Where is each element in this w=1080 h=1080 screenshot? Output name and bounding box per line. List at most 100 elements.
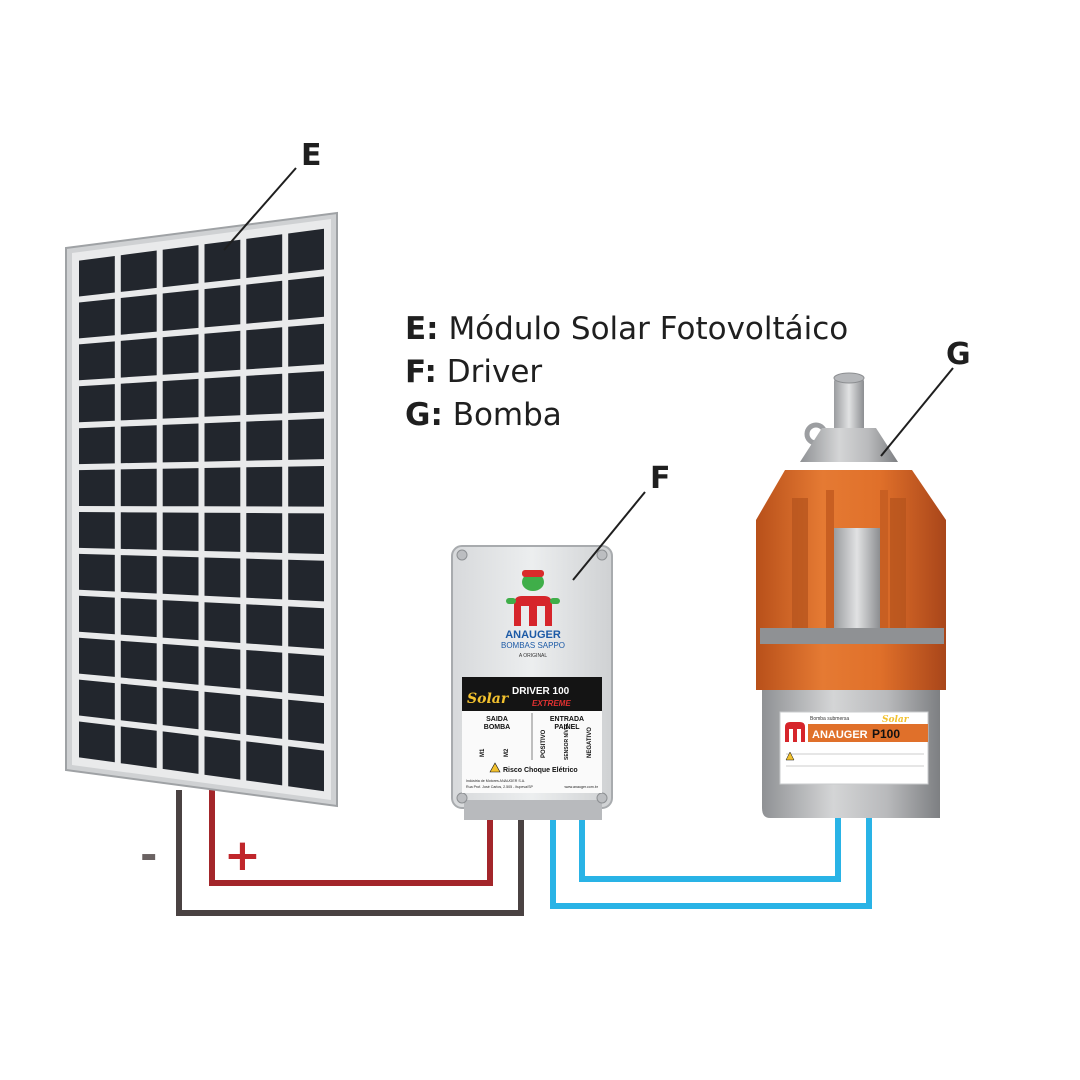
solar-cell [246, 466, 283, 507]
sticker-model: DRIVER 100 [512, 686, 570, 697]
callout-driver: F [650, 461, 671, 496]
sticker-left-title-2: BOMBA [484, 724, 510, 731]
solar-cell [162, 643, 199, 685]
solar-cell [162, 245, 199, 288]
shell-slot [792, 498, 808, 640]
solar-cell [288, 371, 324, 414]
negative-sign: - [140, 830, 158, 879]
solar-cell [246, 604, 283, 646]
pump-wire-inner [579, 815, 841, 882]
solar-cell [204, 376, 241, 417]
pump-label-subtitle: Bomba submersa [810, 716, 849, 722]
pump: ANAUGER P100 Solar Bomba submersa [756, 372, 946, 818]
solar-cell [246, 373, 283, 415]
solar-cell [162, 731, 199, 774]
pump-warning-icon [785, 751, 795, 761]
solar-cell [162, 423, 199, 463]
pump-outlet [834, 376, 864, 436]
solar-cell [120, 468, 157, 507]
callout-panel: E [301, 138, 322, 173]
solar-cell [246, 650, 283, 693]
solar-cell [120, 381, 157, 421]
solar-cell [120, 250, 157, 292]
legend-key: G: [405, 397, 443, 433]
solar-cell [204, 285, 241, 328]
solar-cell [204, 421, 241, 462]
leader-line-driver [572, 491, 646, 581]
sticker-solar: Solar [467, 691, 510, 707]
solar-cell [288, 276, 324, 320]
solar-cell [79, 384, 115, 423]
solar-cell [288, 418, 324, 460]
mascot-cap [522, 570, 544, 577]
sticker-edition: EXTREME [532, 699, 571, 708]
negative-wire [176, 790, 524, 916]
solar-cell [79, 637, 115, 677]
solar-cell [120, 555, 157, 594]
shell-rib [880, 490, 888, 638]
screw [456, 549, 468, 561]
driver-box: ANAUGER BOMBAS SAPPO A ORIGINAL Solar DR… [451, 545, 613, 820]
screw [596, 549, 608, 561]
legend-text: Driver [446, 354, 543, 390]
positive-sign: + [224, 830, 261, 881]
shell-rib [826, 490, 834, 638]
mascot-arm-left [506, 598, 516, 604]
solar-cell [120, 425, 157, 464]
solar-cell [162, 600, 199, 641]
positive-wire [209, 790, 493, 886]
solar-cell [79, 256, 115, 297]
terminal-label: M1 [480, 748, 486, 757]
sticker-warning: Risco Choque Elétrico [503, 767, 578, 774]
solar-cell [288, 653, 324, 697]
solar-cell [162, 687, 199, 730]
legend-text: Bomba [452, 397, 562, 433]
solar-cell [79, 298, 115, 339]
sticker-footer-1: Indústria de Motores ANAUGER S.A. [466, 779, 525, 783]
solar-cell [79, 469, 115, 507]
solar-cell [79, 553, 115, 592]
solar-cell [246, 234, 283, 278]
solar-cell [120, 512, 157, 550]
solar-cell [246, 558, 283, 600]
shell-slot [890, 498, 906, 640]
wiring [176, 790, 872, 916]
solar-cell [162, 334, 199, 375]
screw [456, 792, 468, 804]
solar-cell [246, 513, 283, 553]
solar-cell [246, 327, 283, 370]
solar-cell [162, 556, 199, 596]
solar-cell [120, 683, 157, 725]
legend-text: Módulo Solar Fotovoltáico [448, 311, 849, 347]
leader-line-pump [880, 367, 954, 457]
solar-cell [288, 323, 324, 367]
solar-cell [246, 420, 283, 461]
sticker-left-title-1: SAIDA [486, 716, 508, 723]
solar-cell [288, 746, 324, 792]
frog-mascot [522, 573, 544, 591]
solar-cell [288, 466, 324, 507]
solar-cell [162, 289, 199, 331]
legend-item-panel: E: Módulo Solar Fotovoltáico [405, 308, 848, 351]
legend: E: Módulo Solar Fotovoltáico F: Driver G… [405, 308, 848, 437]
pump-label-model: P100 [872, 727, 900, 741]
solar-cell [204, 736, 241, 780]
solar-cell [162, 512, 199, 551]
terminal-label: POSITIVO [541, 729, 547, 758]
legend-key: E: [405, 311, 439, 347]
solar-cell [79, 426, 115, 465]
driver-base [464, 800, 602, 820]
pump-wire-outer [550, 815, 872, 909]
screw [596, 792, 608, 804]
sticker-right-title-1: ENTRADA [550, 716, 584, 723]
pump-shaft [834, 528, 880, 638]
solar-cell [79, 595, 115, 635]
solar-cell [162, 378, 199, 419]
legend-item-driver: F: Driver [405, 351, 848, 394]
sticker-footer-url: www.anauger.com.br [564, 785, 598, 789]
solar-cell [288, 559, 324, 602]
leader-line-panel [223, 167, 297, 251]
solar-cell [162, 468, 199, 507]
warning-icon [489, 762, 501, 773]
